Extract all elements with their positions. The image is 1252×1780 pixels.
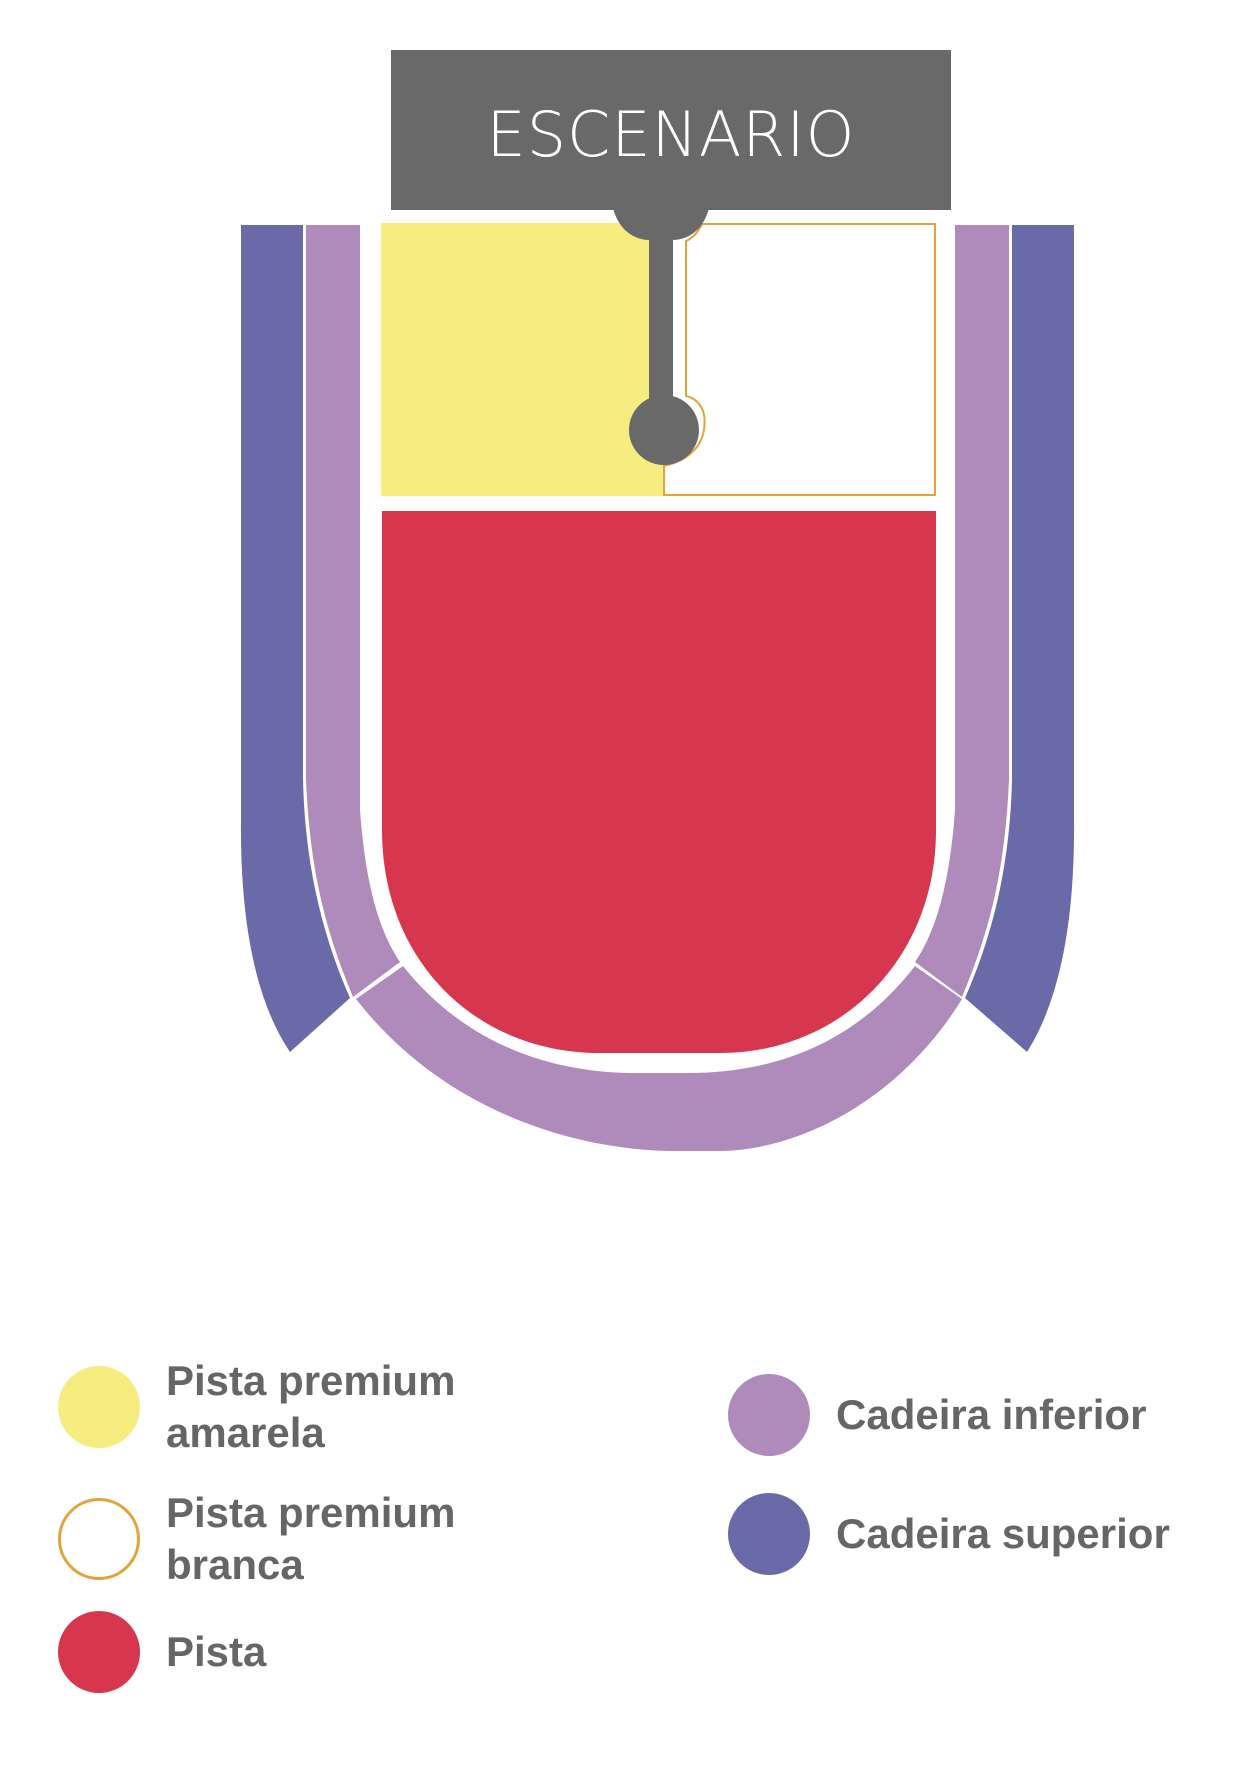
stage-catwalk-end (629, 395, 699, 465)
legend-label: Pista (166, 1628, 267, 1675)
cadeira-inferior-right[interactable] (915, 225, 1009, 997)
pista[interactable] (382, 511, 936, 1053)
cadeira-inferior-bottom[interactable] (356, 966, 962, 1151)
legend-label: Cadeira inferior (836, 1391, 1147, 1438)
legend-item-cadeira-inferior: Cadeira inferior (728, 1374, 1146, 1456)
stage: ESCENARIO (391, 50, 951, 465)
stage-catwalk (649, 236, 673, 408)
legend-label: Pista premium branca (166, 1489, 456, 1588)
legend-item-pista-premium-branca: Pista premium branca (58, 1487, 455, 1591)
legend-swatch-upper (728, 1493, 810, 1575)
legend-item-pista: Pista (58, 1611, 266, 1693)
legend-label: Cadeira superior (836, 1510, 1170, 1557)
cadeira-superior-right[interactable] (965, 225, 1075, 1052)
legend-swatch-red (58, 1611, 140, 1693)
legend-swatch-lower (728, 1374, 810, 1456)
legend-swatch-yellow (58, 1366, 140, 1448)
stage-label: ESCENARIO (487, 98, 856, 171)
legend-item-cadeira-superior: Cadeira superior (728, 1493, 1170, 1575)
legend-label: Pista premium amarela (166, 1357, 456, 1456)
pista-premium-branca[interactable] (663, 223, 936, 496)
stage-catwalk-top (613, 208, 709, 240)
stage-block (391, 50, 951, 210)
legend-item-pista-premium-amarela: Pista premium amarela (58, 1355, 455, 1459)
cadeira-superior-left[interactable] (240, 225, 350, 1052)
legend-swatch-white (58, 1498, 140, 1580)
cadeira-inferior-left[interactable] (306, 225, 400, 997)
pista-premium-amarela[interactable] (381, 223, 663, 496)
